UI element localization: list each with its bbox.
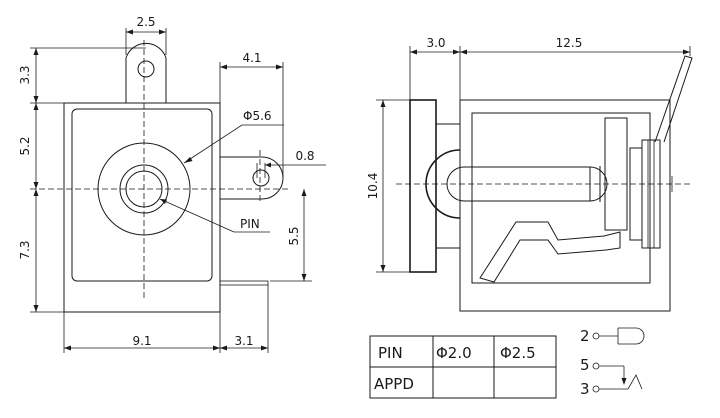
- dim-lug-height: 5.5: [287, 226, 301, 245]
- rear-contact-outer: [641, 139, 661, 249]
- bottom-pin-stub: [219, 280, 269, 286]
- front-body-inner: [71, 108, 213, 282]
- side-lug: [220, 156, 284, 200]
- table-row-appd: APPD: [374, 375, 414, 393]
- pin-5-dot: [592, 362, 600, 370]
- pin-table: PIN Φ2.0 Φ2.5 APPD: [369, 335, 557, 399]
- dim-tab-height: 3.3: [18, 65, 32, 84]
- dim-tab-width: 2.5: [136, 15, 155, 29]
- side-body-inner: [471, 112, 651, 284]
- dim-lug-thickness: 0.8: [295, 149, 314, 163]
- spring-contact: [479, 221, 621, 283]
- table-col-phi20: Φ2.0: [436, 344, 472, 362]
- top-lever: [654, 55, 693, 143]
- front-view: 2.5 3.3 5.2 7.3 9.1 3.1: [18, 15, 326, 353]
- table-col-phi25: Φ2.5: [500, 344, 536, 362]
- pin-5-label: 5: [580, 356, 590, 374]
- dim-lower-height: 7.3: [18, 240, 32, 259]
- dim-front-depth: 3.0: [426, 36, 445, 50]
- side-lug-hole: [252, 169, 270, 187]
- dim-upper-height: 5.2: [18, 136, 32, 155]
- dim-body-width: 9.1: [132, 334, 151, 348]
- rear-contact-plate: [629, 147, 643, 241]
- pin-2-symbol: [617, 327, 645, 345]
- pin-2-label: 2: [580, 327, 590, 345]
- dim-pin-offset: 3.1: [234, 334, 253, 348]
- top-tab: [125, 42, 167, 103]
- dim-body-length: 12.5: [556, 36, 583, 50]
- pin-3-dot: [592, 385, 600, 393]
- pin-3-label: 3: [580, 380, 590, 398]
- dim-side-height: 10.4: [366, 173, 380, 200]
- side-neck: [435, 123, 461, 249]
- dim-side-lug: 4.1: [242, 51, 261, 65]
- table-header-pin: PIN: [378, 344, 403, 362]
- pin-2-dot: [592, 332, 600, 340]
- top-tab-hole: [137, 60, 155, 78]
- dim-hole-dia: Φ5.6: [243, 109, 272, 123]
- pin-label: PIN: [240, 217, 260, 231]
- pin-3-symbol: [627, 374, 643, 390]
- side-body-outer: [459, 99, 671, 312]
- rear-contact-block: [604, 117, 628, 231]
- front-body-outer: [63, 102, 221, 313]
- side-view: 3.0 12.5 10.4: [366, 36, 693, 312]
- side-front-flange: [409, 99, 437, 273]
- pin-legend: 2 5 3: [580, 327, 645, 398]
